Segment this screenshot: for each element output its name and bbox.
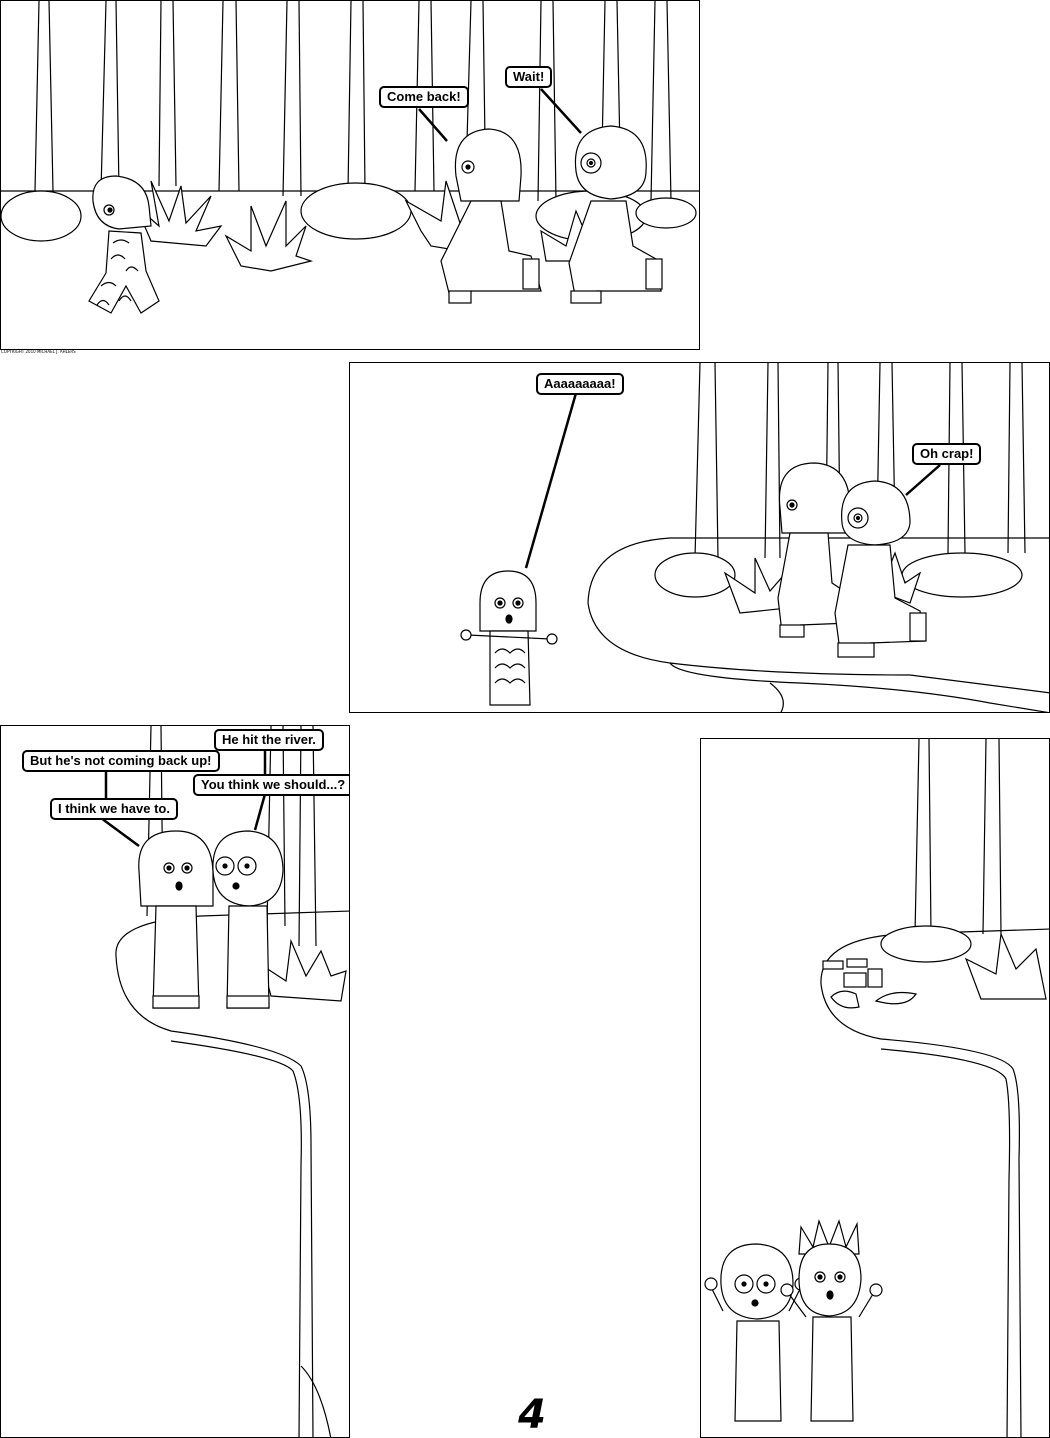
speech-bubble-hit-river: He hit the river. [214, 729, 324, 751]
speech-bubble-come-back: Come back! [379, 86, 469, 108]
comic-panel-1: Come back! Wait! [0, 0, 700, 350]
comic-panel-3: He hit the river. But he's not coming ba… [0, 725, 350, 1438]
speech-bubble-not-coming-back: But he's not coming back up! [22, 750, 220, 772]
cliff-fall-illustration [460, 363, 1049, 712]
copyright-notice: COPYRIGHT 2010 MICHAEL J. AHLERS [1, 349, 76, 354]
page-number: 4 [518, 1392, 546, 1438]
speech-bubble-scream: Aaaaaaaaa! [536, 373, 624, 395]
speech-bubble-should-we: You think we should...? [193, 774, 349, 796]
comic-panel-4 [700, 738, 1050, 1438]
speech-bubble-wait: Wait! [505, 66, 553, 88]
speech-bubble-have-to: I think we have to. [50, 798, 178, 820]
forest-chase-illustration [1, 1, 699, 314]
jumping-off-cliff-illustration [704, 739, 1049, 1437]
comic-panel-2: Aaaaaaaaa! Oh crap! [349, 362, 1050, 713]
cliff-edge-conversation-illustration [100, 726, 349, 1437]
speech-bubble-oh-crap: Oh crap! [912, 443, 982, 465]
